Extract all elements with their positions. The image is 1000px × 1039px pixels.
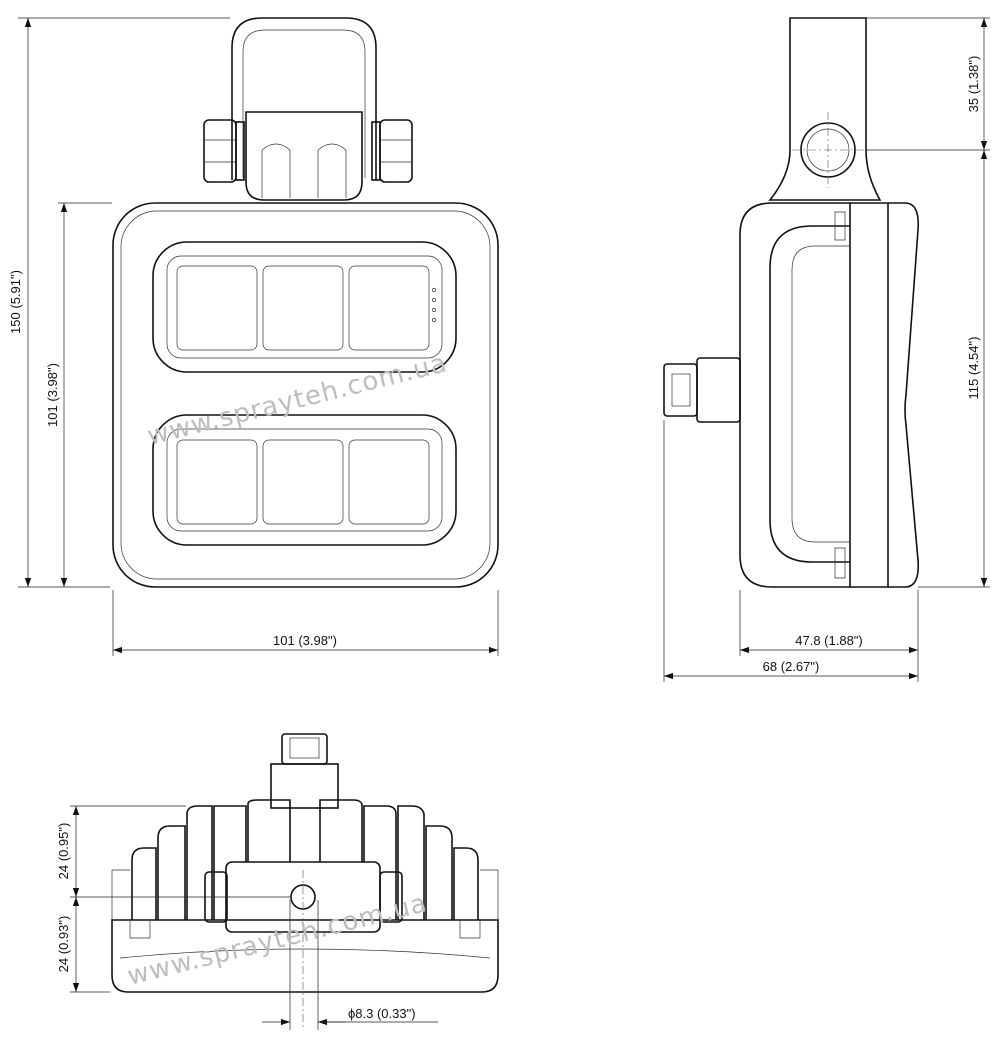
- watermark-bottom: www.sprayteh.com.ua: [124, 888, 430, 992]
- dim-bolt-diameter: ϕ8.3 (0.33"): [348, 1006, 416, 1021]
- dim-bottom-lower: 24 (0.93"): [56, 916, 71, 973]
- dim-side-top-offset: 35 (1.38"): [966, 56, 981, 113]
- dim-side-housing-depth: 47.8 (1.88"): [795, 633, 863, 648]
- dim-front-width: 101 (3.98"): [273, 633, 337, 648]
- side-view: [663, 17, 990, 682]
- dim-front-body-height: 101 (3.98"): [45, 363, 60, 427]
- front-view: [18, 17, 499, 656]
- bottom-view: [70, 733, 499, 1030]
- dim-bottom-upper: 24 (0.95"): [56, 823, 71, 880]
- watermark-front: www.sprayteh.com.ua: [144, 348, 450, 452]
- dim-side-total-depth: 68 (2.67"): [763, 659, 820, 674]
- dim-side-body-height: 115 (4.54"): [966, 337, 981, 400]
- dim-front-total-height: 150 (5.91"): [8, 270, 23, 334]
